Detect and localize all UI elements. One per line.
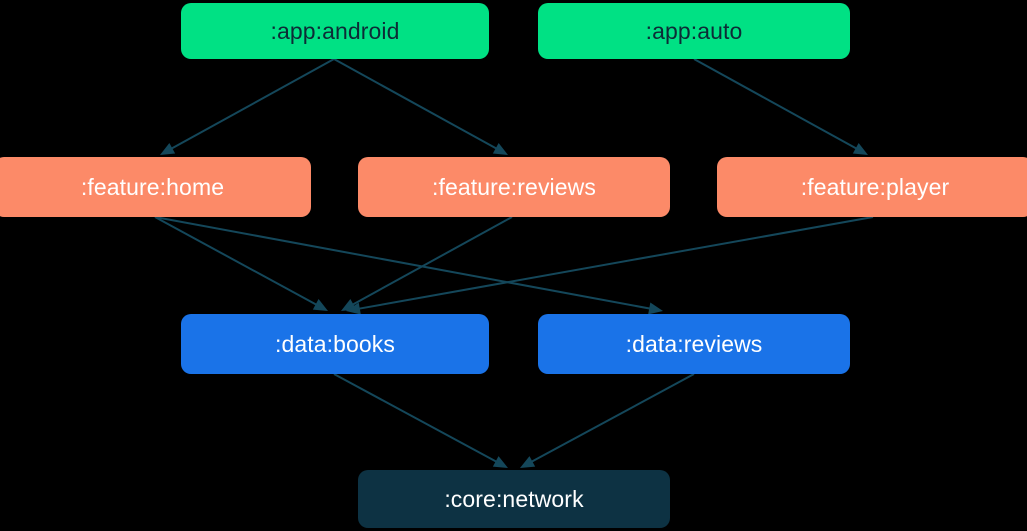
- edge-line-feature-reviews-to-data-books: [350, 216, 513, 307]
- graph-node-app-auto[interactable]: :app:auto: [538, 3, 850, 59]
- edge-arrowhead-feature-reviews-to-data-books: [341, 298, 357, 311]
- graph-node-feature-reviews[interactable]: :feature:reviews: [358, 157, 670, 217]
- graph-node-data-books[interactable]: :data:books: [181, 314, 489, 374]
- edge-arrowhead-feature-player-to-data-books: [346, 302, 361, 315]
- graph-node-label-app-android: :app:android: [270, 17, 400, 44]
- edge-arrowhead-data-books-to-core-network: [492, 456, 508, 468]
- edge-line-feature-player-to-data-books: [356, 216, 874, 311]
- edge-line-app-android-to-feature-home: [169, 58, 335, 151]
- edge-line-data-reviews-to-core-network: [529, 373, 695, 464]
- graph-node-feature-home[interactable]: :feature:home: [0, 157, 311, 217]
- graph-node-label-feature-reviews: :feature:reviews: [432, 173, 596, 200]
- edge-line-feature-home-to-data-reviews: [154, 216, 653, 310]
- graph-node-app-android[interactable]: :app:android: [181, 3, 489, 59]
- edge-line-feature-home-to-data-books: [154, 216, 319, 307]
- edge-line-data-books-to-core-network: [333, 373, 499, 464]
- edge-line-app-auto-to-feature-player: [693, 58, 859, 151]
- graph-node-feature-player[interactable]: :feature:player: [717, 157, 1027, 217]
- graph-node-label-data-reviews: :data:reviews: [625, 330, 763, 357]
- edge-arrowhead-app-android-to-feature-home: [160, 142, 176, 155]
- graph-node-data-reviews[interactable]: :data:reviews: [538, 314, 850, 374]
- graph-node-label-app-auto: :app:auto: [645, 17, 743, 44]
- edge-arrowhead-feature-home-to-data-books: [312, 299, 328, 311]
- edge-arrowhead-data-reviews-to-core-network: [520, 456, 536, 468]
- graph-node-label-feature-player: :feature:player: [800, 173, 950, 200]
- graph-node-label-data-books: :data:books: [274, 330, 396, 357]
- graph-node-core-network[interactable]: :core:network: [358, 470, 670, 528]
- graph-node-label-core-network: :core:network: [444, 485, 584, 512]
- graph-node-label-feature-home: :feature:home: [80, 173, 225, 200]
- edge-arrowhead-app-auto-to-feature-player: [852, 142, 868, 155]
- edge-arrowhead-feature-home-to-data-reviews: [648, 302, 663, 315]
- edge-line-app-android-to-feature-reviews: [333, 58, 499, 151]
- edge-arrowhead-app-android-to-feature-reviews: [492, 142, 508, 155]
